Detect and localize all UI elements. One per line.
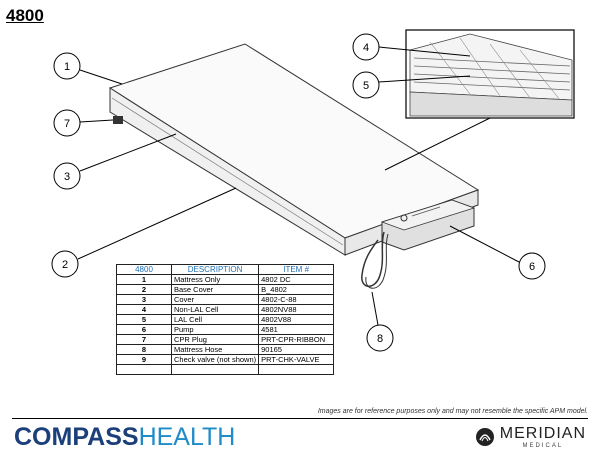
mattress-diagram: 1 2 3 4 5 6 7 8 bbox=[51, 29, 575, 352]
row-num: 5 bbox=[116, 314, 172, 325]
callout-6 bbox=[449, 225, 546, 280]
header-description: DESCRIPTION bbox=[170, 264, 260, 275]
row-desc: Base Cover bbox=[170, 284, 260, 295]
meridian-icon bbox=[475, 428, 494, 446]
row-num: 4 bbox=[116, 304, 172, 315]
row-item: 4802 DC bbox=[258, 274, 335, 285]
row-item: PRT-CHK-VALVE bbox=[258, 354, 335, 365]
pump-unit bbox=[380, 199, 476, 251]
row-num: 7 bbox=[116, 334, 172, 345]
callout-label-5: 5 bbox=[363, 80, 369, 92]
air-cells-inset bbox=[409, 33, 573, 117]
row-desc: Mattress Only bbox=[170, 274, 260, 285]
brand-part-1: COMPASS bbox=[14, 423, 139, 451]
row-desc bbox=[170, 364, 260, 375]
header-item: ITEM # bbox=[258, 264, 335, 275]
row-desc: Check valve (not shown) bbox=[170, 354, 260, 365]
row-desc: LAL Cell bbox=[170, 314, 260, 325]
callout-label-2: 2 bbox=[62, 259, 68, 271]
meridian-name: MERIDIAN bbox=[499, 425, 586, 442]
callout-7 bbox=[53, 109, 114, 137]
row-item: 90165 bbox=[258, 344, 335, 355]
callout-label-4: 4 bbox=[363, 42, 369, 54]
row-item: 4802NV88 bbox=[258, 304, 335, 315]
compass-health-logo: COMPASSHEALTH bbox=[14, 423, 235, 452]
row-item: 4802-C-88 bbox=[258, 294, 335, 305]
row-desc: Non-LAL Cell bbox=[170, 304, 260, 315]
meridian-sub: MEDICAL bbox=[522, 443, 564, 449]
callout-2 bbox=[51, 187, 237, 278]
row-num: 3 bbox=[116, 294, 172, 305]
mattress-hose bbox=[361, 231, 385, 287]
table-header-row: 4800 DESCRIPTION ITEM # bbox=[116, 264, 335, 275]
callout-label-1: 1 bbox=[64, 61, 70, 73]
cpr-plug bbox=[113, 116, 123, 124]
row-num: 1 bbox=[116, 274, 172, 285]
row-num: 2 bbox=[116, 284, 172, 295]
header-model: 4800 bbox=[116, 264, 172, 275]
page-title: 4800 bbox=[6, 6, 44, 25]
row-desc: Cover bbox=[170, 294, 260, 305]
row-item: 4802V88 bbox=[258, 314, 335, 325]
row-item: PRT-CPR-RIBBON bbox=[258, 334, 335, 345]
footer-divider bbox=[12, 418, 588, 419]
disclaimer-text: Images are for reference purposes only a… bbox=[317, 408, 588, 415]
row-item: B_4802 bbox=[258, 284, 335, 295]
brand-part-2: HEALTH bbox=[138, 423, 236, 451]
row-item bbox=[258, 364, 335, 375]
row-num bbox=[116, 364, 172, 375]
callout-3 bbox=[53, 133, 177, 190]
row-num: 9 bbox=[116, 354, 172, 365]
row-num: 6 bbox=[116, 324, 172, 335]
row-item: 4581 bbox=[258, 324, 335, 335]
callout-1 bbox=[53, 52, 123, 85]
callout-4 bbox=[352, 33, 471, 61]
meridian-logo: MERIDIAN MEDICAL bbox=[475, 425, 586, 449]
callout-label-3: 3 bbox=[64, 171, 70, 183]
table-row bbox=[116, 364, 335, 375]
row-desc: Mattress Hose bbox=[170, 344, 260, 355]
row-desc: CPR Plug bbox=[170, 334, 260, 345]
callout-8 bbox=[366, 291, 394, 352]
callout-label-8: 8 bbox=[377, 333, 383, 345]
callout-label-6: 6 bbox=[529, 261, 535, 273]
row-num: 8 bbox=[116, 344, 172, 355]
callout-label-7: 7 bbox=[64, 118, 70, 130]
callout-5 bbox=[352, 71, 471, 99]
row-desc: Pump bbox=[170, 324, 260, 335]
